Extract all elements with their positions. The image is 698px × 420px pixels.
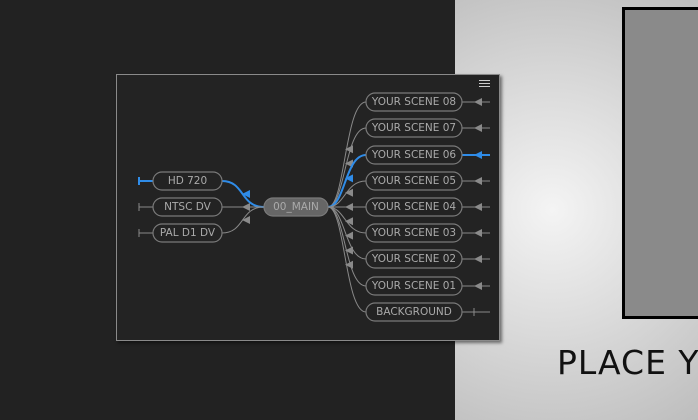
node-pill	[152, 197, 223, 217]
input-edge	[327, 206, 367, 260]
node-label: HD 720	[168, 175, 207, 187]
node-pill	[365, 197, 463, 217]
node-pill	[365, 223, 463, 243]
input-edge	[327, 206, 367, 313]
node-pill	[152, 171, 223, 191]
node-label: YOUR SCENE 07	[371, 122, 456, 134]
node-label: NTSC DV	[164, 201, 212, 213]
input-edge	[327, 101, 367, 208]
node-pill	[365, 92, 463, 112]
node-label: YOUR SCENE 04	[371, 201, 457, 213]
node-label: YOUR SCENE 03	[371, 227, 456, 239]
input-arrow-icon	[474, 151, 482, 159]
edge-arrow-icon	[345, 260, 353, 269]
node-label: YOUR SCENE 01	[371, 280, 456, 292]
edge-arrow-icon	[345, 203, 353, 211]
output-node-hd-720[interactable]: HD 720	[152, 171, 223, 191]
scene-node-your-scene-01[interactable]: YOUR SCENE 01	[365, 276, 463, 296]
placeholder-frame	[622, 7, 698, 319]
node-pill	[365, 145, 463, 165]
node-label: BACKGROUND	[376, 306, 452, 318]
scene-node-your-scene-04[interactable]: YOUR SCENE 04	[365, 197, 463, 217]
scene-node-your-scene-05[interactable]: YOUR SCENE 05	[365, 171, 463, 191]
node-pill	[152, 223, 223, 243]
node-pill	[365, 276, 463, 296]
input-edge	[327, 127, 367, 208]
main-comp-node[interactable]: 00_MAIN	[263, 197, 329, 217]
node-pill	[365, 171, 463, 191]
edge-arrow-icon	[345, 217, 353, 226]
input-arrow-icon	[474, 282, 482, 290]
edge-arrow-icon	[345, 188, 353, 197]
edge-arrow-icon	[242, 190, 250, 198]
scene-node-your-scene-08[interactable]: YOUR SCENE 08	[365, 92, 463, 112]
node-label: YOUR SCENE 06	[371, 149, 457, 161]
scene-node-your-scene-07[interactable]: YOUR SCENE 07	[365, 118, 463, 138]
output-node-pal-d1-dv[interactable]: PAL D1 DV	[152, 223, 223, 243]
input-arrow-icon	[474, 255, 482, 263]
edge-arrow-icon	[345, 231, 353, 240]
input-arrow-icon	[474, 177, 482, 185]
node-label: YOUR SCENE 05	[371, 175, 456, 187]
edge-arrow-icon	[242, 216, 250, 224]
node-label: 00_MAIN	[273, 201, 319, 213]
node-pill	[365, 249, 463, 269]
input-edge	[327, 154, 367, 208]
edge-arrow-icon	[345, 246, 353, 255]
scene-node-background[interactable]: BACKGROUND	[365, 302, 463, 322]
node-pill	[365, 118, 463, 138]
node-label: YOUR SCENE 08	[371, 96, 456, 108]
placeholder-caption: PLACE YO	[557, 343, 698, 382]
input-arrow-icon	[474, 124, 482, 132]
node-pill	[263, 197, 329, 217]
input-edge	[327, 180, 367, 208]
scene-node-your-scene-03[interactable]: YOUR SCENE 03	[365, 223, 463, 243]
node-pill	[365, 302, 463, 322]
input-edge	[327, 206, 367, 287]
node-label: PAL D1 DV	[160, 227, 216, 239]
input-arrow-icon	[474, 229, 482, 237]
input-arrow-icon	[474, 203, 482, 211]
panel-menu-icon[interactable]	[479, 80, 490, 89]
edge-arrow-icon	[345, 159, 353, 168]
scene-node-your-scene-06[interactable]: YOUR SCENE 06	[365, 145, 463, 165]
scene-node-your-scene-02[interactable]: YOUR SCENE 02	[365, 249, 463, 269]
node-label: YOUR SCENE 02	[371, 253, 456, 265]
edge-arrow-icon	[242, 203, 250, 211]
output-node-ntsc-dv[interactable]: NTSC DV	[152, 197, 223, 217]
input-arrow-icon	[474, 98, 482, 106]
edge-arrow-icon	[345, 174, 353, 183]
